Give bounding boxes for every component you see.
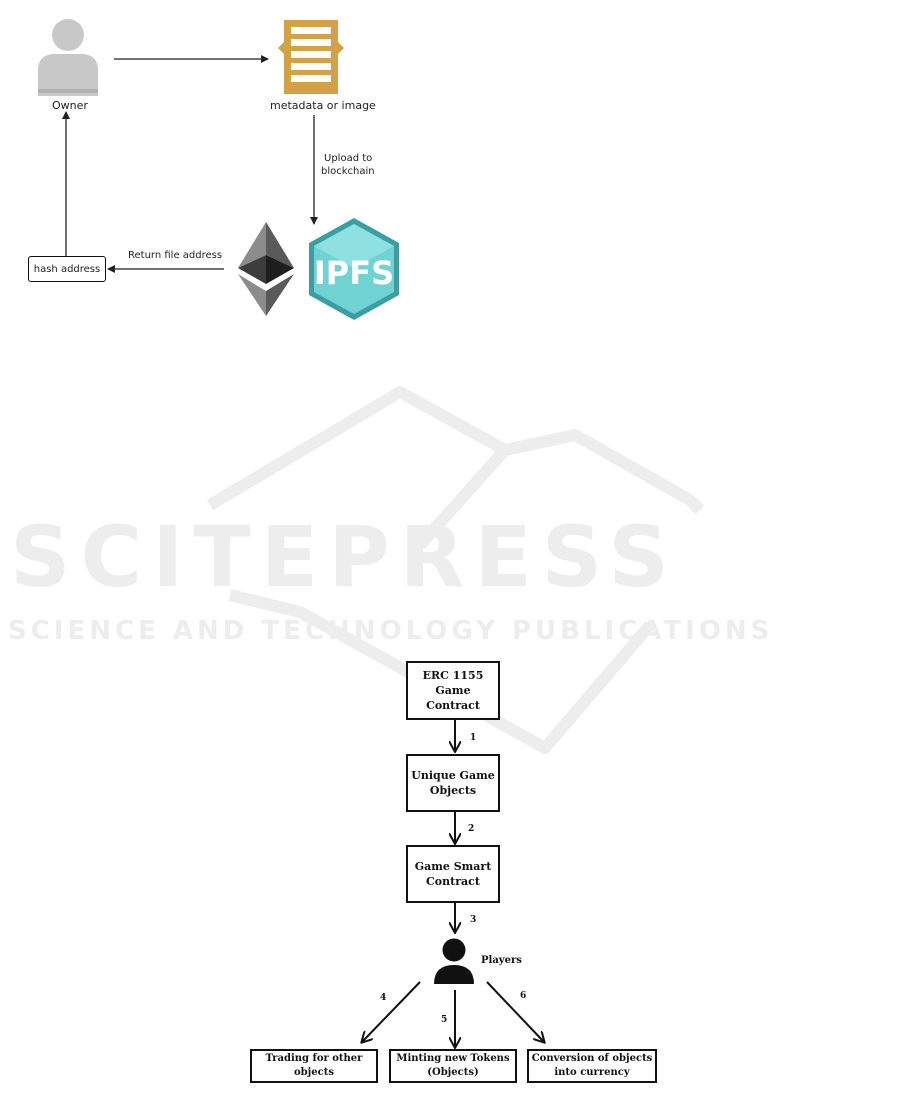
erc-box-line2: Game Contract — [426, 684, 480, 712]
step-1-label: 1 — [470, 733, 477, 743]
ipfs-logo-text: IPFS — [314, 254, 394, 292]
step-3-label: 3 — [470, 915, 477, 925]
arrow-6 — [486, 981, 544, 1042]
erc1155-game-contract-box: ERC 1155 Game Contract — [406, 661, 500, 720]
watermark-subtitle: SCIENCE AND TECHNOLOGY PUBLICATIONS — [8, 616, 774, 646]
smart-box-line1: Game Smart — [414, 860, 492, 873]
trading-box: Trading for other objects — [250, 1049, 378, 1083]
document-icon — [278, 20, 344, 94]
unique-box-line1: Unique Game — [411, 769, 495, 782]
minting-box-line1: Minting new Tokens — [396, 1053, 510, 1064]
hash-address-box: hash address — [28, 256, 106, 282]
owner-person-icon — [38, 19, 98, 96]
step-5-label: 5 — [441, 1015, 448, 1025]
conversion-box: Conversion of objects into currency — [527, 1049, 657, 1083]
smart-box-line2: Contract — [426, 875, 480, 888]
return-label: Return file address — [128, 250, 223, 261]
ethereum-icon — [238, 222, 294, 316]
game-smart-contract-box: Game Smart Contract — [406, 845, 500, 903]
step-2-label: 2 — [468, 824, 475, 834]
upload-label-line2: blockchain — [321, 166, 375, 177]
players-label: Players — [481, 955, 522, 966]
player-person-icon — [434, 938, 474, 984]
trading-box-line1: Trading for other — [265, 1053, 363, 1064]
erc-box-line1: ERC 1155 — [422, 669, 484, 682]
minting-box-line2: (Objects) — [427, 1067, 479, 1078]
trading-box-line2: objects — [294, 1067, 334, 1078]
minting-box: Minting new Tokens (Objects) — [389, 1049, 517, 1083]
ipfs-cube-icon: IPFS — [309, 218, 399, 320]
conversion-box-line2: into currency — [554, 1067, 630, 1078]
step-4-label: 4 — [380, 993, 387, 1003]
conversion-box-line1: Conversion of objects — [531, 1053, 653, 1064]
metadata-label: metadata or image — [270, 99, 376, 112]
unique-box-line2: Objects — [429, 784, 477, 797]
watermark-title: SCITEPRESS — [10, 508, 679, 606]
owner-label: Owner — [52, 99, 88, 112]
arrow-4 — [362, 981, 421, 1042]
unique-game-objects-box: Unique Game Objects — [406, 754, 500, 812]
step-6-label: 6 — [520, 991, 527, 1001]
hash-address-label: hash address — [33, 263, 101, 275]
upload-label-line1: Upload to — [324, 153, 373, 164]
